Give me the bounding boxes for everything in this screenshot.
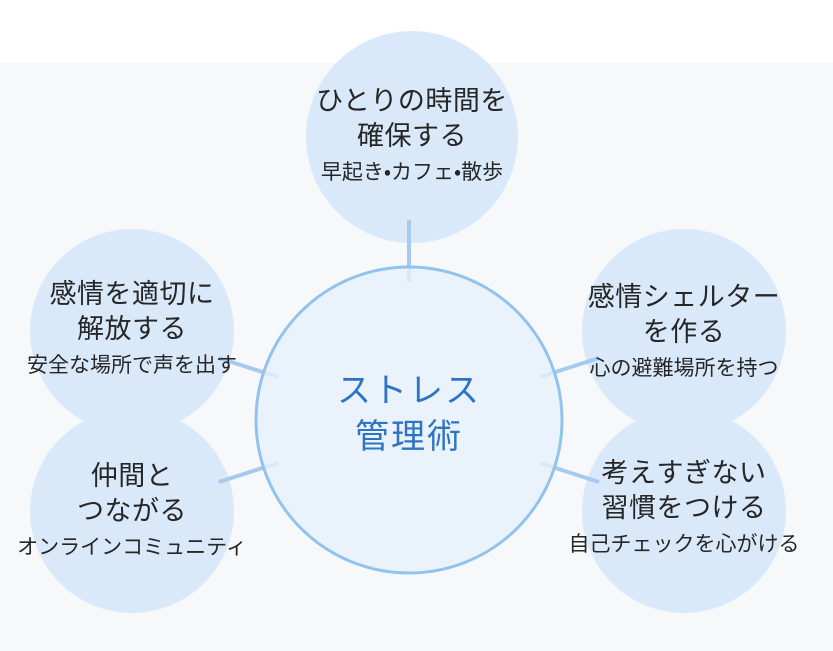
center-circle	[254, 265, 564, 575]
satellite-circle-right-lower	[582, 409, 786, 613]
satellite-circle-left-upper	[30, 229, 234, 433]
satellite-circle-left-lower	[30, 409, 234, 613]
satellite-circle-right-upper	[582, 229, 786, 433]
satellite-circle-top	[306, 31, 518, 243]
